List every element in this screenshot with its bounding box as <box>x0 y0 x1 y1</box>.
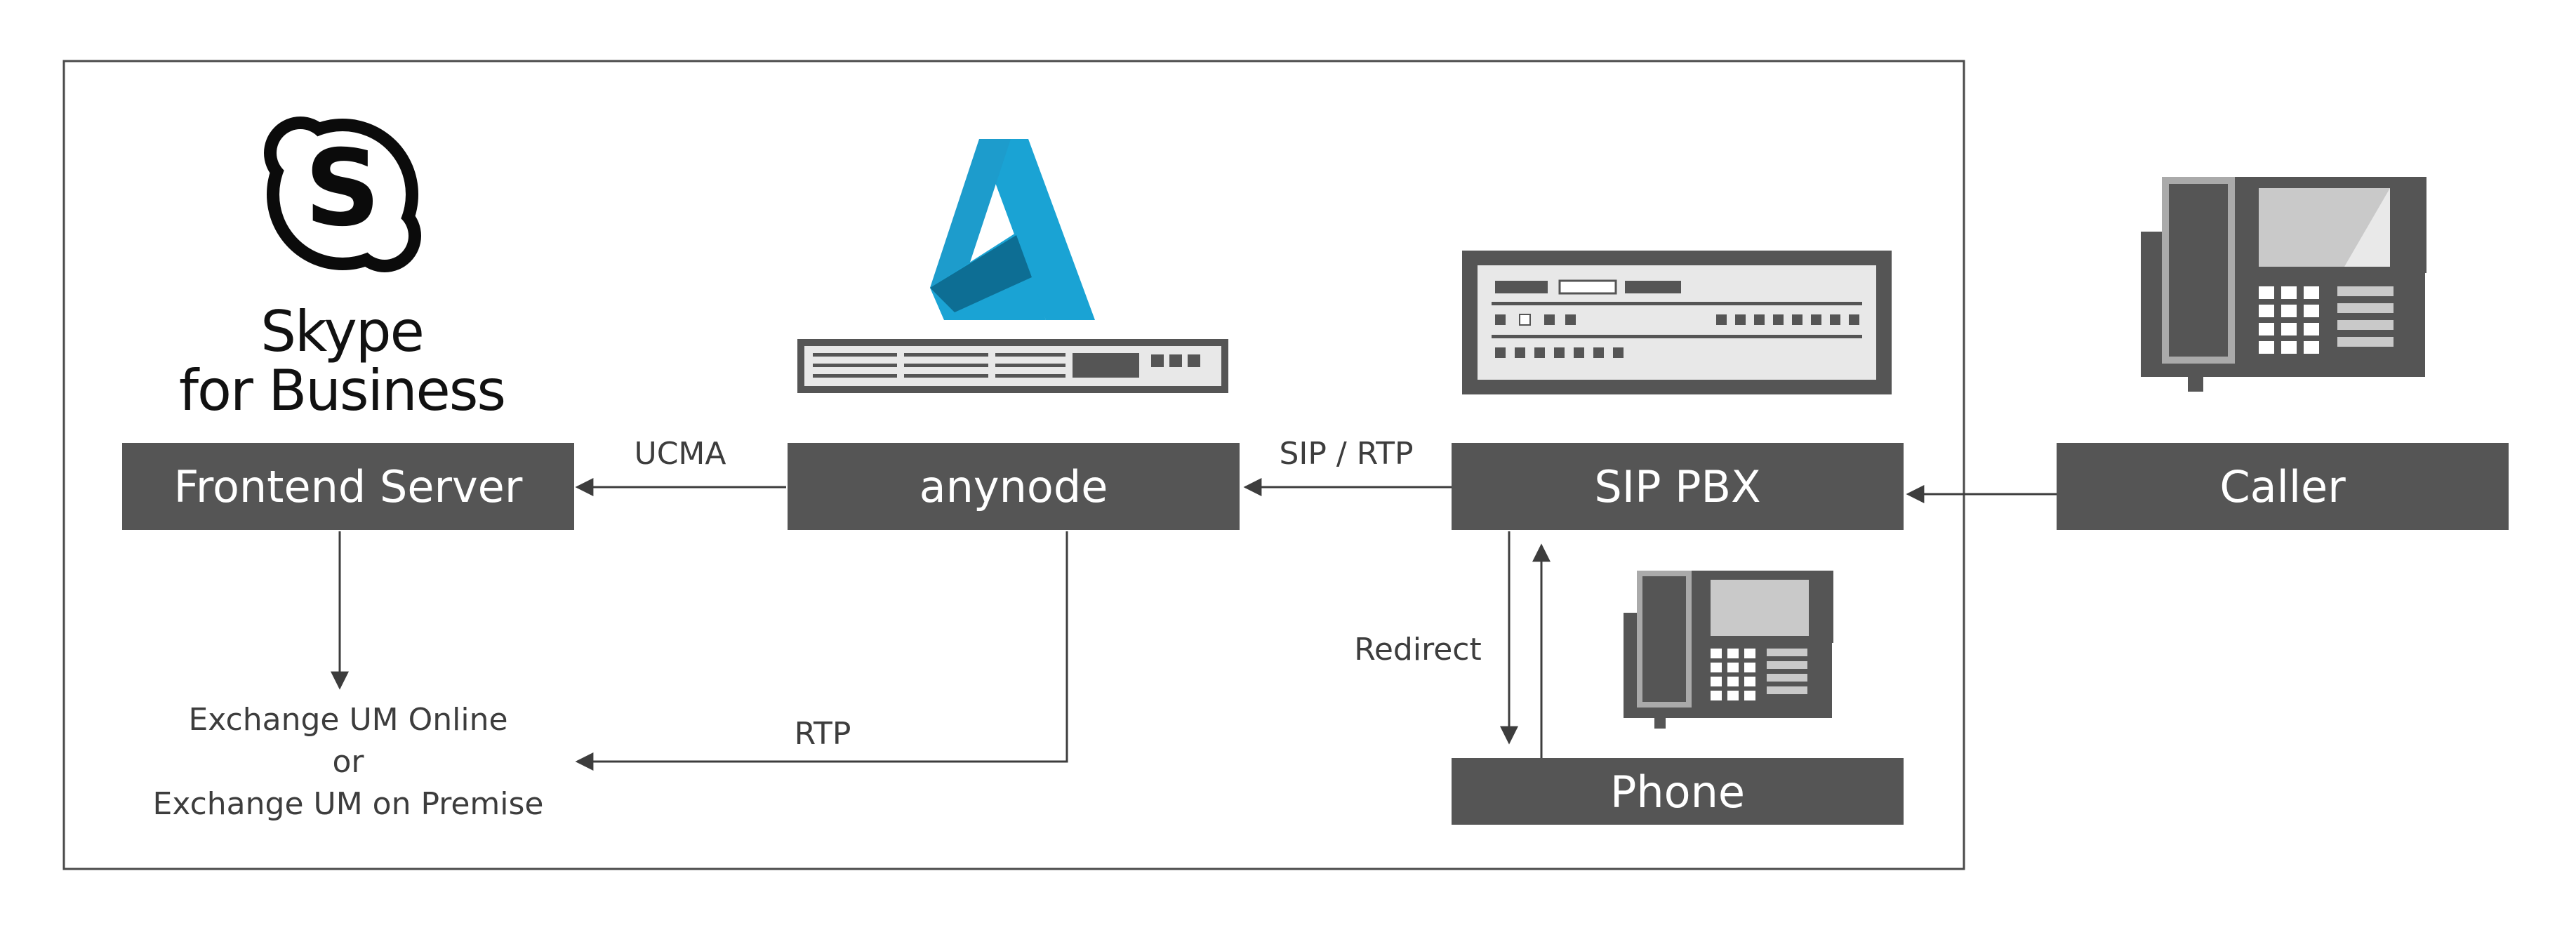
rtp-label: RTP <box>795 716 851 752</box>
redirect-label: Redirect <box>1354 632 1481 667</box>
desk-phone-icon <box>2141 177 2426 392</box>
sip-pbx-label: SIP PBX <box>1594 461 1760 512</box>
ucma-label: UCMA <box>635 436 726 472</box>
caller-label: Caller <box>2219 461 2346 512</box>
sip-rtp-label: SIP / RTP <box>1279 436 1413 472</box>
skype-brand-line1: Skype <box>260 299 423 364</box>
node-sip-pbx: SIP PBX <box>1452 443 1904 530</box>
node-caller: Caller <box>2057 443 2509 530</box>
connectors <box>331 478 2057 771</box>
exchange-line2: or <box>332 744 364 780</box>
node-phone: Phone <box>1452 758 1904 825</box>
svg-text:S: S <box>305 128 380 250</box>
anynode-label: anynode <box>919 461 1108 512</box>
skype-logo-icon: S <box>264 117 421 272</box>
node-frontend-server: Frontend Server <box>122 443 574 530</box>
skype-brand-line2: for Business <box>179 358 505 423</box>
frontend-server-label: Frontend Server <box>174 461 523 512</box>
desk-phone-icon <box>1624 571 1833 729</box>
rtp-arrow <box>575 531 1068 771</box>
azure-logo-icon <box>930 139 1095 320</box>
exchange-line3: Exchange UM on Premise <box>153 786 544 822</box>
node-anynode: anynode <box>788 443 1240 530</box>
appliance-server-icon <box>797 339 1228 393</box>
phone-label: Phone <box>1610 766 1745 818</box>
exchange-line1: Exchange UM Online <box>188 702 507 738</box>
pbx-rack-icon <box>1462 251 1892 394</box>
system-boundary-frame <box>62 60 1965 870</box>
